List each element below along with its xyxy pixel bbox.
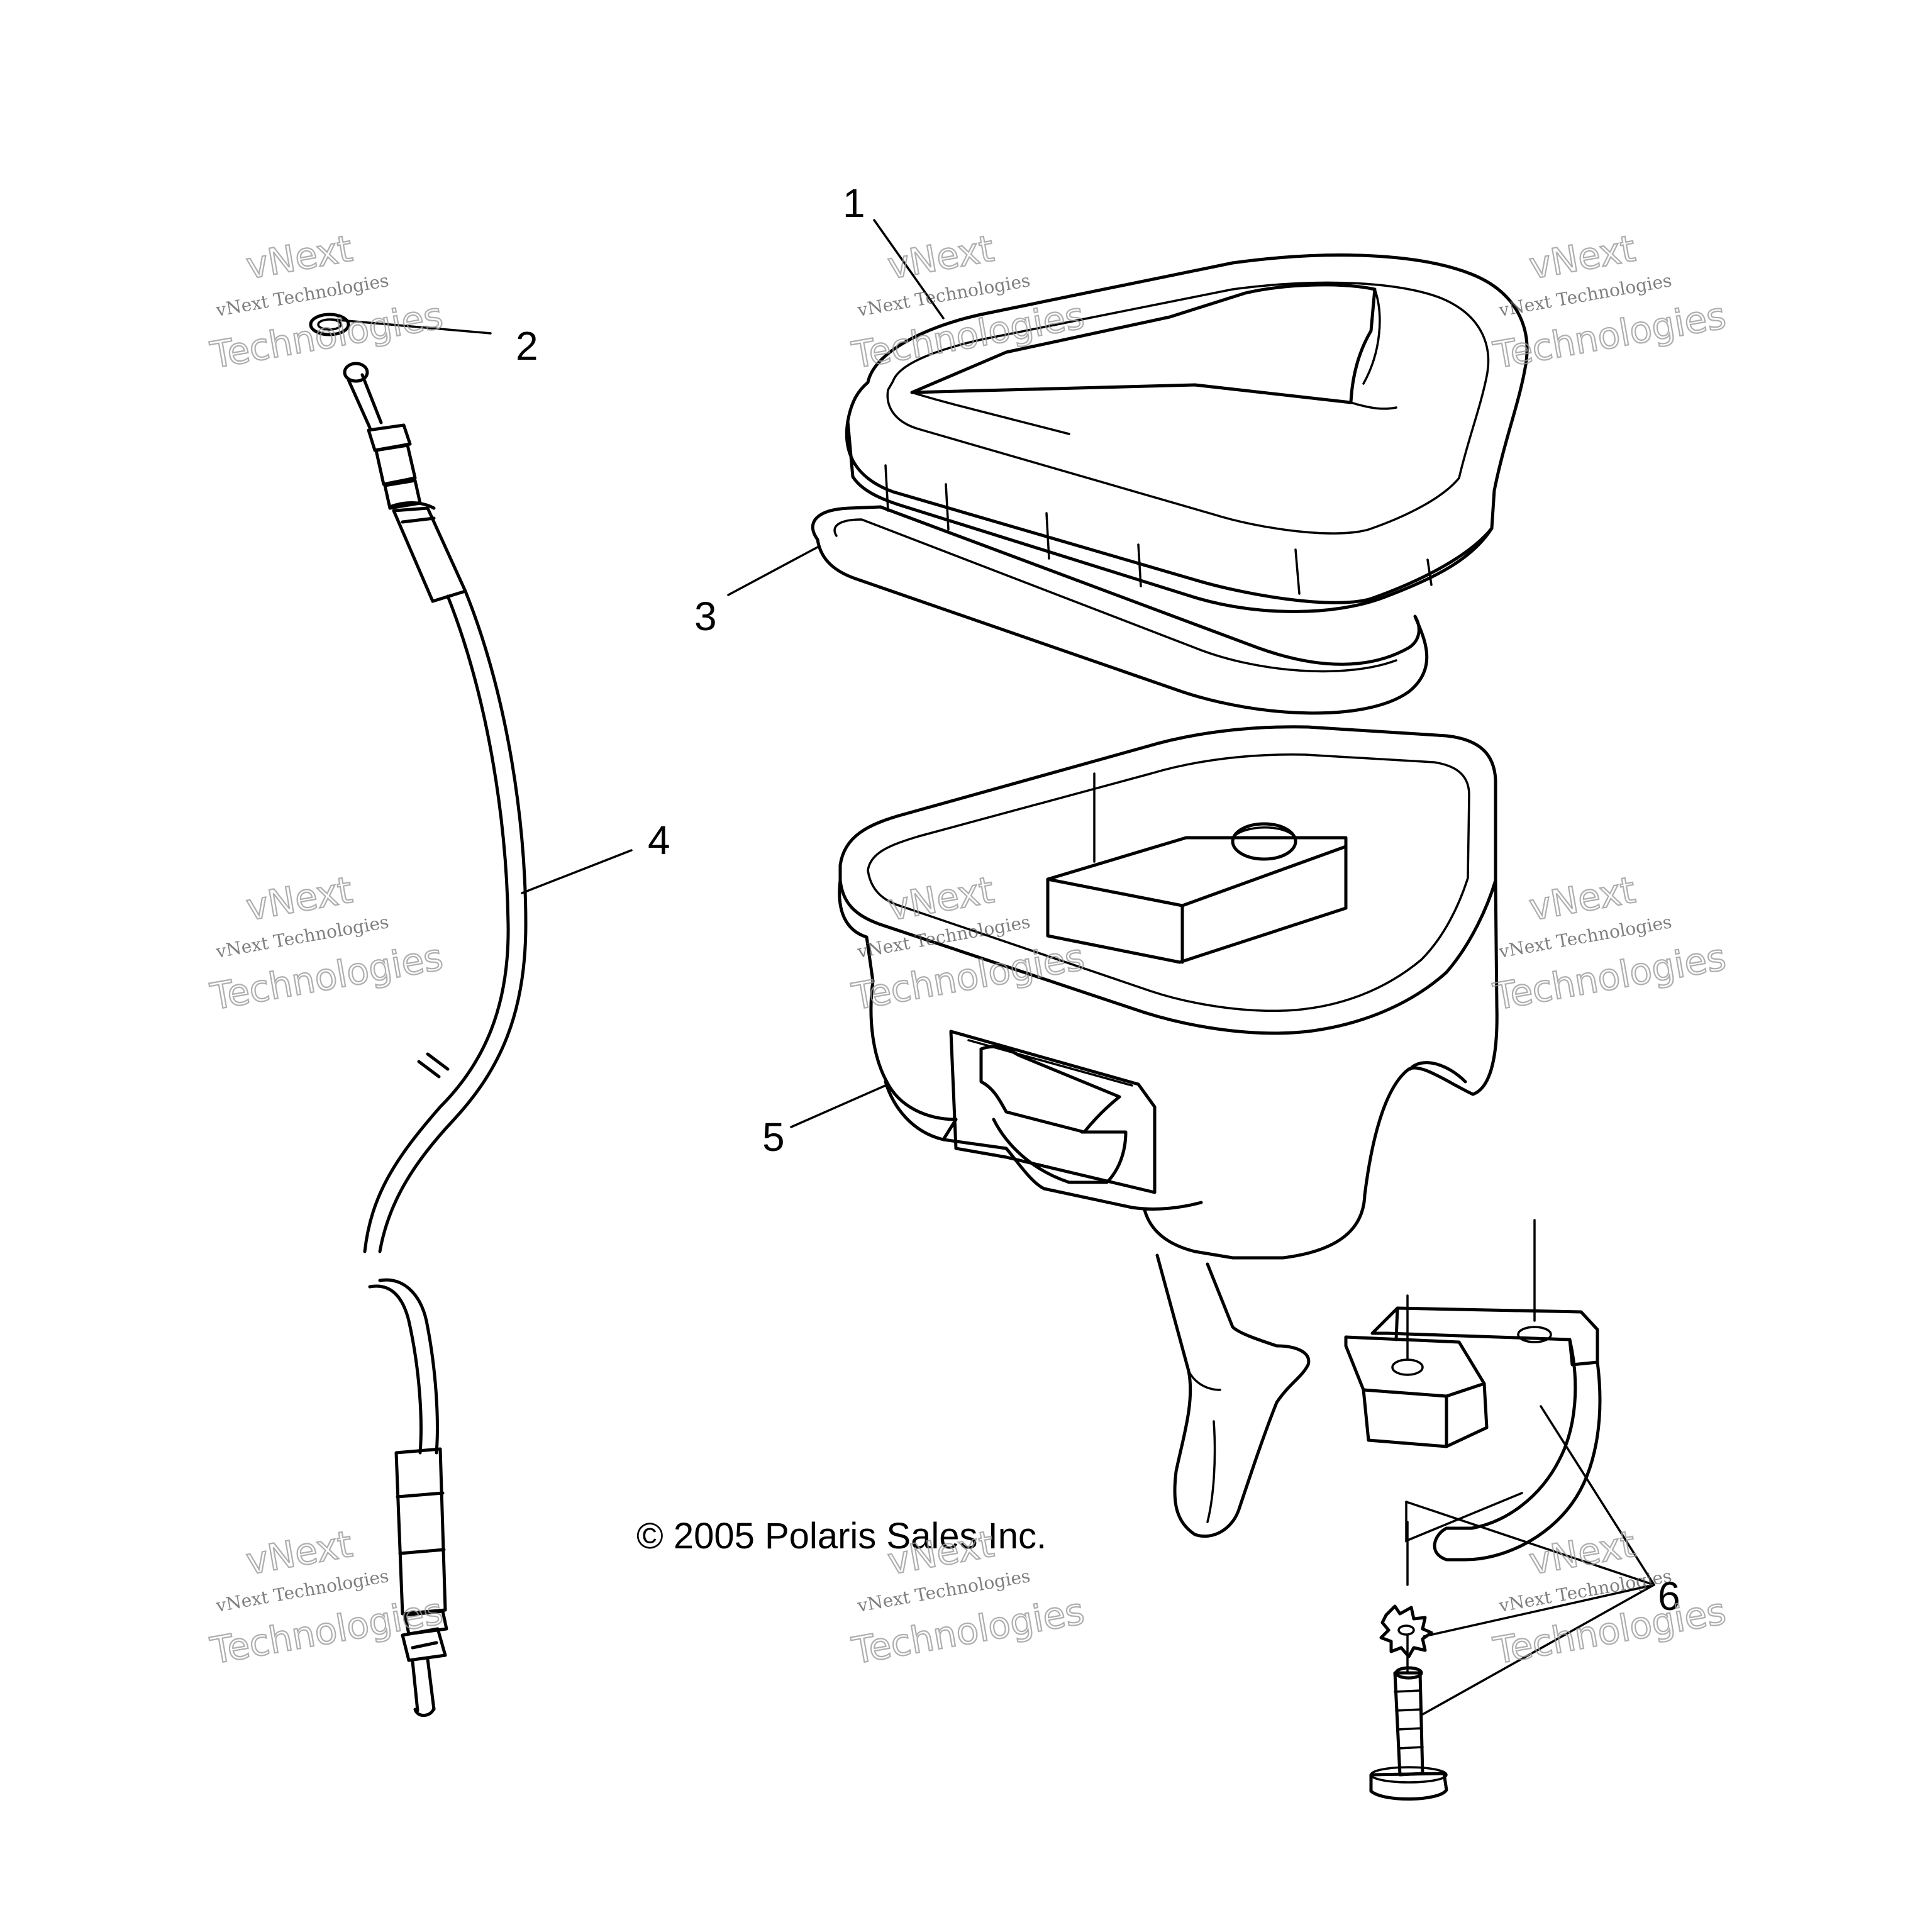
watermarks: vNext vNext Technologies Technologies vN… xyxy=(206,226,1729,1674)
callout-6: 6 xyxy=(1658,1574,1680,1619)
callout-2: 2 xyxy=(516,323,538,369)
callout-4: 4 xyxy=(648,818,670,863)
callout-3: 3 xyxy=(694,594,717,639)
throttle-cable xyxy=(343,362,528,1717)
throttle-housing xyxy=(838,725,1499,1538)
handlebar-clamp xyxy=(1344,1219,1602,1801)
leader-lines xyxy=(331,219,1655,1716)
gasket xyxy=(811,505,1429,715)
o-ring xyxy=(309,313,350,336)
callout-labels: 1 2 3 4 5 6 xyxy=(516,180,1680,1619)
copyright-notice: © 2005 Polaris Sales Inc. xyxy=(636,1516,1046,1557)
callout-5: 5 xyxy=(762,1114,785,1160)
callout-1: 1 xyxy=(843,180,865,226)
housing-cover xyxy=(845,253,1529,613)
